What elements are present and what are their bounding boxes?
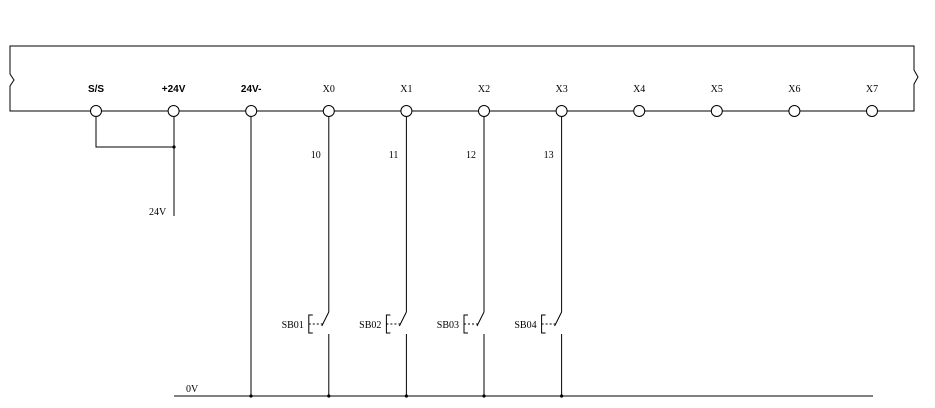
terminal-screw-x5 (710, 105, 723, 117)
junction-dot (249, 394, 253, 398)
switch-label: SB01 (282, 320, 304, 331)
terminal-label-24v: +24V (162, 84, 186, 95)
switch-label: SB02 (359, 320, 381, 331)
terminal-label-24v: 24V- (241, 84, 262, 95)
terminal-label-x4: X4 (633, 84, 645, 95)
switch-label: SB04 (514, 320, 536, 331)
terminal-screw-x6 (788, 105, 801, 117)
terminal-label-x2: X2 (478, 84, 490, 95)
wire-number: 13 (544, 150, 554, 161)
terminal-screw-x3 (555, 105, 568, 117)
terminal-label-x5: X5 (711, 84, 723, 95)
terminal-screw-ss (90, 105, 102, 117)
wire-number: 11 (389, 150, 399, 161)
switch-contact (476, 311, 485, 327)
terminal-label-x0: X0 (323, 84, 335, 95)
terminal-label-x7: X7 (866, 84, 878, 95)
terminal-row: S/S +24V 24V- X0 X1 X2 X3 X4 X5 X6 X7 (10, 84, 914, 117)
terminal-screw-x0 (322, 105, 335, 117)
terminal-screw-x4 (633, 105, 646, 117)
terminal-label-x6: X6 (788, 84, 800, 95)
terminal-screw-x7 (866, 105, 878, 117)
terminal-screw-24v (167, 105, 180, 117)
terminal-screw-24v (245, 105, 258, 117)
terminal-label-x3: X3 (555, 84, 567, 95)
junction-dot (404, 394, 408, 398)
terminal-screw-x2 (478, 105, 490, 117)
junction-dot (482, 394, 486, 398)
ss-jumper-wire (95, 117, 174, 148)
junction-dot (560, 394, 564, 398)
wire-number: 12 (466, 150, 476, 161)
junction-dot (327, 394, 331, 398)
switch-label: SB03 (437, 320, 459, 331)
wire-number: 10 (311, 150, 321, 161)
terminal-screw-x1 (400, 105, 413, 117)
plc-module-outline (9, 45, 919, 112)
ground-label: 0V (186, 384, 199, 395)
switch-contact (398, 311, 407, 327)
terminal-label-x1: X1 (400, 84, 412, 95)
terminal-label-ss: S/S (88, 84, 104, 95)
switch-contact (321, 311, 330, 327)
switch-contact (554, 311, 563, 327)
supply-label: 24V (149, 207, 167, 218)
